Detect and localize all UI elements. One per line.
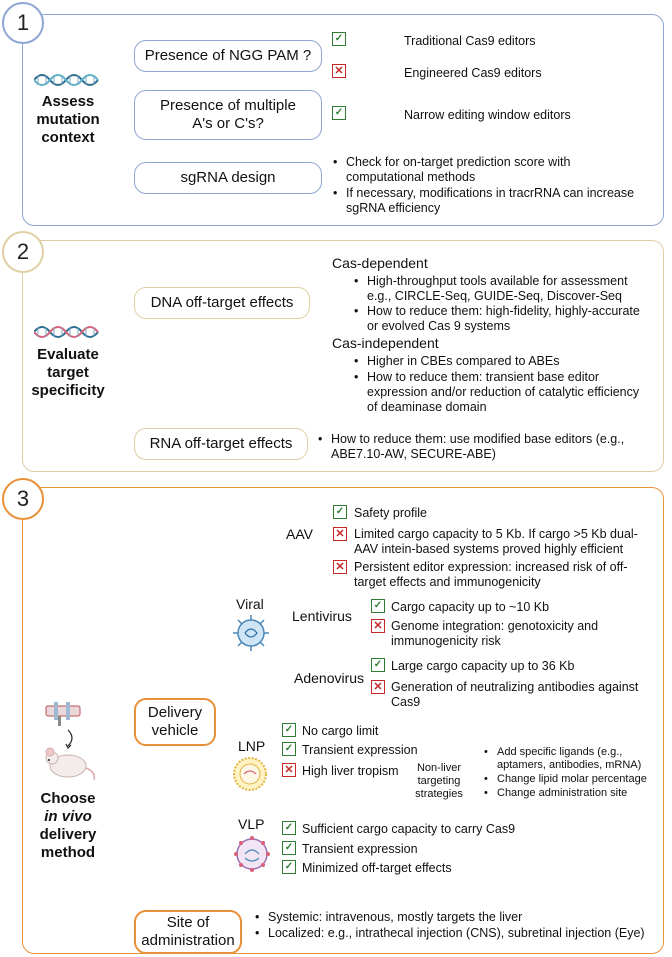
lnp-strategy-1: Add specific ligands (e.g.,aptamers, ant… — [484, 746, 641, 772]
vlp-icon — [234, 836, 270, 872]
lnp-item-2: Transient expression — [302, 743, 418, 757]
cross-icon: ✕ — [333, 560, 347, 574]
lnp-item-3: High liver tropism — [302, 764, 399, 778]
sgrna-bullet-2: If necessary, modifications in tracrRNA … — [333, 186, 634, 216]
rna-bullet-1: How to reduce them: use modified base ed… — [318, 432, 624, 462]
sgrna-node: sgRNA design — [134, 162, 322, 194]
check-icon: ✓ — [333, 505, 347, 519]
step-number-2: 2 — [2, 231, 44, 273]
vlp-item-2: Transient expression — [302, 842, 418, 856]
check-icon: ✓ — [282, 841, 296, 855]
vlp-item-1: Sufficient cargo capacity to carry Cas9 — [302, 822, 516, 836]
lnp-label: LNP — [238, 738, 266, 754]
aav-item-1: Safety profile — [354, 506, 427, 520]
lentivirus-label: Lentivirus — [292, 608, 352, 624]
aav-label: AAV — [286, 526, 313, 542]
cross-icon: ✕ — [282, 763, 296, 777]
adenovirus-label: Adenovirus — [294, 670, 365, 686]
cross-icon: ✕ — [371, 680, 385, 694]
check-icon: ✓ — [371, 599, 385, 613]
lnp-strategy-3: Change administration site — [484, 787, 627, 800]
check-icon: ✓ — [332, 32, 346, 46]
lnp-icon — [233, 757, 267, 791]
cas-independent-bullet-2: How to reduce them: transient base edito… — [354, 370, 639, 415]
cross-icon: ✕ — [371, 619, 385, 633]
lentivirus-item-1: Cargo capacity up to ~10 Kb — [391, 600, 550, 614]
check-icon: ✓ — [282, 742, 296, 756]
check-icon: ✓ — [282, 821, 296, 835]
site-bullet-2: Localized: e.g., intrathecal injection (… — [255, 926, 645, 941]
dna-helix-icon — [34, 326, 99, 338]
mouse-injection-icon — [45, 702, 96, 781]
adenovirus-item-2: Generation of neutralizing antibodies ag… — [391, 680, 639, 709]
cross-icon: ✕ — [332, 64, 346, 78]
dna-helix-icon — [34, 74, 99, 86]
lnp-item-1: No cargo limit — [302, 724, 379, 738]
engineered-cas9-label: Engineered Cas9 editors — [404, 66, 542, 80]
panel-delivery-method — [22, 487, 664, 954]
sgrna-bullet-1: Check for on-target prediction score wit… — [333, 155, 570, 185]
cas-dependent-bullet-1: High-throughput tools available for asse… — [354, 274, 628, 304]
cross-icon: ✕ — [333, 527, 347, 541]
cas-dependent-bullet-2: How to reduce them: high-fidelity, highl… — [354, 304, 640, 334]
rna-offtarget-node: RNA off-target effects — [134, 428, 308, 460]
aav-item-3: Persistent editor expression: increased … — [354, 560, 628, 589]
viral-label: Viral — [236, 596, 264, 612]
adenovirus-item-1: Large cargo capacity up to 36 Kb — [391, 659, 575, 673]
cas-independent-title: Cas-independent — [332, 335, 439, 351]
aav-item-2: Limited cargo capacity to 5 Kb. If cargo… — [354, 527, 638, 556]
traditional-cas9-label: Traditional Cas9 editors — [404, 34, 536, 48]
vlp-item-3: Minimized off-target effects — [302, 861, 452, 875]
cas-independent-bullet-1: Higher in CBEs compared to ABEs — [354, 354, 559, 369]
check-icon: ✓ — [282, 723, 296, 737]
vlp-label: VLP — [238, 816, 265, 832]
check-icon: ✓ — [332, 106, 346, 120]
dna-offtarget-node: DNA off-target effects — [134, 287, 310, 319]
narrow-window-label: Narrow editing window editors — [404, 108, 571, 122]
check-icon: ✓ — [282, 860, 296, 874]
lnp-strategy-2: Change lipid molar percentage — [484, 773, 647, 786]
virus-icon — [233, 615, 269, 651]
pam-node: Presence of NGG PAM ? — [134, 40, 322, 72]
site-bullet-1: Systemic: intravenous, mostly targets th… — [255, 910, 522, 925]
panel3-title: Choose in vivo delivery method — [39, 790, 97, 861]
check-icon: ✓ — [371, 658, 385, 672]
cas-dependent-title: Cas-dependent — [332, 255, 428, 271]
step-number-1: 1 — [2, 2, 44, 44]
step-number-3: 3 — [2, 478, 44, 520]
